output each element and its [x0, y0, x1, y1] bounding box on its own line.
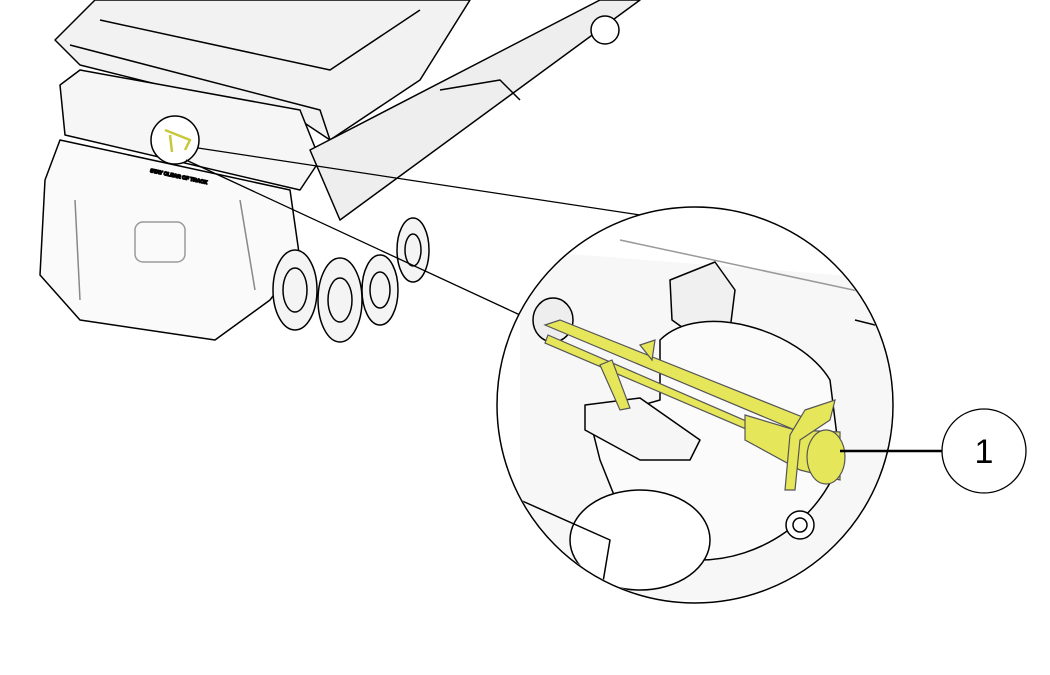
- hitch-pin: [543, 319, 846, 491]
- callout-number: 1: [975, 433, 994, 471]
- bogie-wheels: [272, 217, 430, 343]
- callout-1: 1: [840, 408, 1027, 494]
- detail-locator-circle: [150, 115, 200, 165]
- magnify-leader-lines: [185, 147, 641, 316]
- detail-magnified-view: [496, 206, 894, 604]
- snowmobile-rear: STAY CLEAR OF TRACK: [39, 0, 641, 343]
